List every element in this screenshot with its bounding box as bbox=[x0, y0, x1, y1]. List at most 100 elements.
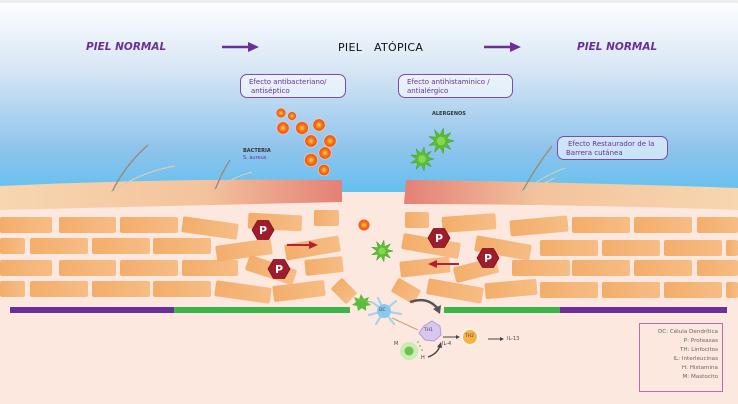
hair bbox=[521, 167, 566, 193]
keratinocyte-brick bbox=[634, 217, 692, 233]
keratinocyte-brick bbox=[726, 240, 738, 256]
protease-label: P bbox=[259, 224, 267, 237]
callout-antibacterial: Efecto antibacteriano/ antiséptico bbox=[240, 74, 346, 98]
bacterium bbox=[276, 108, 286, 118]
keratinocyte-brick bbox=[92, 238, 150, 254]
hair bbox=[521, 145, 553, 193]
arrow-right-icon bbox=[443, 335, 460, 339]
bacterium bbox=[304, 134, 318, 148]
histamine-label: H bbox=[421, 355, 425, 361]
legend-item: TH: Linfocitos bbox=[679, 347, 718, 353]
callout-line: antialérgico bbox=[407, 87, 449, 95]
keratinocyte-brick bbox=[697, 217, 738, 233]
protease-icon bbox=[427, 228, 451, 248]
bacterium bbox=[287, 111, 297, 121]
sky-background bbox=[0, 0, 738, 200]
legend-item: P: Proteasas bbox=[683, 338, 718, 344]
keratinocyte-brick bbox=[59, 260, 116, 276]
keratinocyte-brick bbox=[572, 217, 630, 233]
top-border bbox=[0, 0, 738, 3]
barrier-bar-purple-left bbox=[10, 307, 174, 313]
hair bbox=[111, 165, 176, 193]
keratinocyte-brick bbox=[726, 282, 738, 298]
th2-label: TH2 bbox=[465, 334, 474, 339]
keratinocyte-brick bbox=[474, 235, 532, 261]
bacterium bbox=[276, 121, 290, 135]
keratinocyte-brick bbox=[314, 210, 339, 226]
right-stage-label: PIEL NORMAL bbox=[577, 41, 658, 53]
bacterium bbox=[318, 146, 332, 160]
allergen-core bbox=[378, 247, 386, 255]
keratinocyte-brick bbox=[215, 238, 273, 262]
bacteria-label: BACTERIA bbox=[243, 148, 271, 154]
keratinocyte-brick bbox=[602, 282, 660, 298]
keratinocyte-brick bbox=[572, 260, 630, 276]
dc-link bbox=[357, 299, 372, 303]
legend-item: IL: Interleucinas bbox=[673, 356, 718, 362]
protease-icon bbox=[267, 259, 291, 279]
keratinocyte-brick bbox=[0, 217, 52, 233]
hair bbox=[214, 159, 231, 191]
bacteria-species-label: S. aureus bbox=[243, 155, 267, 161]
keratinocyte-brick bbox=[509, 215, 569, 237]
protease-group: P P P P bbox=[251, 220, 500, 279]
keratinocyte-brick bbox=[182, 260, 238, 276]
title-part-1: PIEL bbox=[338, 41, 363, 54]
protease-label: P bbox=[275, 263, 283, 276]
arrow-right-icon bbox=[488, 337, 504, 341]
keratinocyte-brick bbox=[664, 282, 722, 298]
keratinocyte-brick bbox=[602, 240, 660, 256]
hair bbox=[214, 171, 253, 191]
legend-item: M: Mastocito bbox=[682, 374, 718, 380]
keratinocyte-brick bbox=[92, 281, 150, 297]
keratinocyte-brick bbox=[153, 238, 211, 254]
allergen-core bbox=[436, 136, 446, 146]
keratinocyte-brick bbox=[30, 238, 88, 254]
callout-line: Efecto antihistaminico / bbox=[407, 78, 490, 86]
keratinocyte-brick bbox=[0, 281, 25, 297]
keratinocyte-brick bbox=[512, 260, 570, 276]
keratinocyte-brick bbox=[0, 238, 25, 254]
callout-barrier: Efecto Restaurador de la Barrera cutánea bbox=[557, 136, 668, 160]
keratinocyte-brick bbox=[391, 278, 421, 304]
il4-label: IL-4 bbox=[442, 341, 452, 347]
dc-th1-link bbox=[391, 317, 419, 331]
barrier-bar-green-left bbox=[174, 307, 350, 313]
keratinocyte-brick bbox=[664, 240, 722, 256]
bacterium bbox=[318, 164, 330, 176]
il13-label: IL-13 bbox=[507, 336, 520, 342]
protease-label: P bbox=[435, 232, 443, 245]
title-part-2: ATÓPICA bbox=[374, 41, 424, 54]
barrier-bar-green-right bbox=[444, 307, 560, 313]
keratinocyte-brick bbox=[30, 281, 88, 297]
callout-line: Barrera cutánea bbox=[566, 149, 623, 157]
legend-item: H: Histamina bbox=[681, 365, 718, 371]
keratinocyte-brick bbox=[405, 212, 429, 228]
callout-line: Efecto antibacteriano/ bbox=[249, 78, 327, 86]
keratinocyte-brick bbox=[153, 281, 211, 297]
keratinocyte-brick bbox=[399, 256, 451, 278]
keratinocyte-brick bbox=[634, 260, 692, 276]
keratinocyte-brick bbox=[59, 217, 116, 233]
stratum-corneum-right bbox=[404, 180, 738, 210]
protease-icon bbox=[476, 248, 500, 268]
dc-label: DC bbox=[379, 308, 386, 313]
protease-label: P bbox=[484, 252, 492, 265]
keratinocyte-brick bbox=[272, 280, 326, 302]
hair bbox=[111, 144, 149, 193]
keratinocyte-brick bbox=[426, 278, 484, 304]
left-stage-label: PIEL NORMAL bbox=[86, 41, 167, 53]
curved-arrow-icon bbox=[409, 298, 439, 310]
bacterium bbox=[358, 219, 370, 231]
hair bbox=[521, 177, 556, 193]
keratinocyte-brick bbox=[697, 260, 738, 276]
keratinocyte-brick bbox=[181, 216, 239, 240]
keratinocyte-brick bbox=[0, 260, 52, 276]
allergen-small-icon bbox=[352, 294, 371, 311]
keratinocyte-brick bbox=[284, 235, 341, 261]
allergen-group bbox=[370, 127, 455, 263]
arrow-right-icon bbox=[222, 42, 259, 52]
barrier-bar-purple-right bbox=[560, 307, 727, 313]
